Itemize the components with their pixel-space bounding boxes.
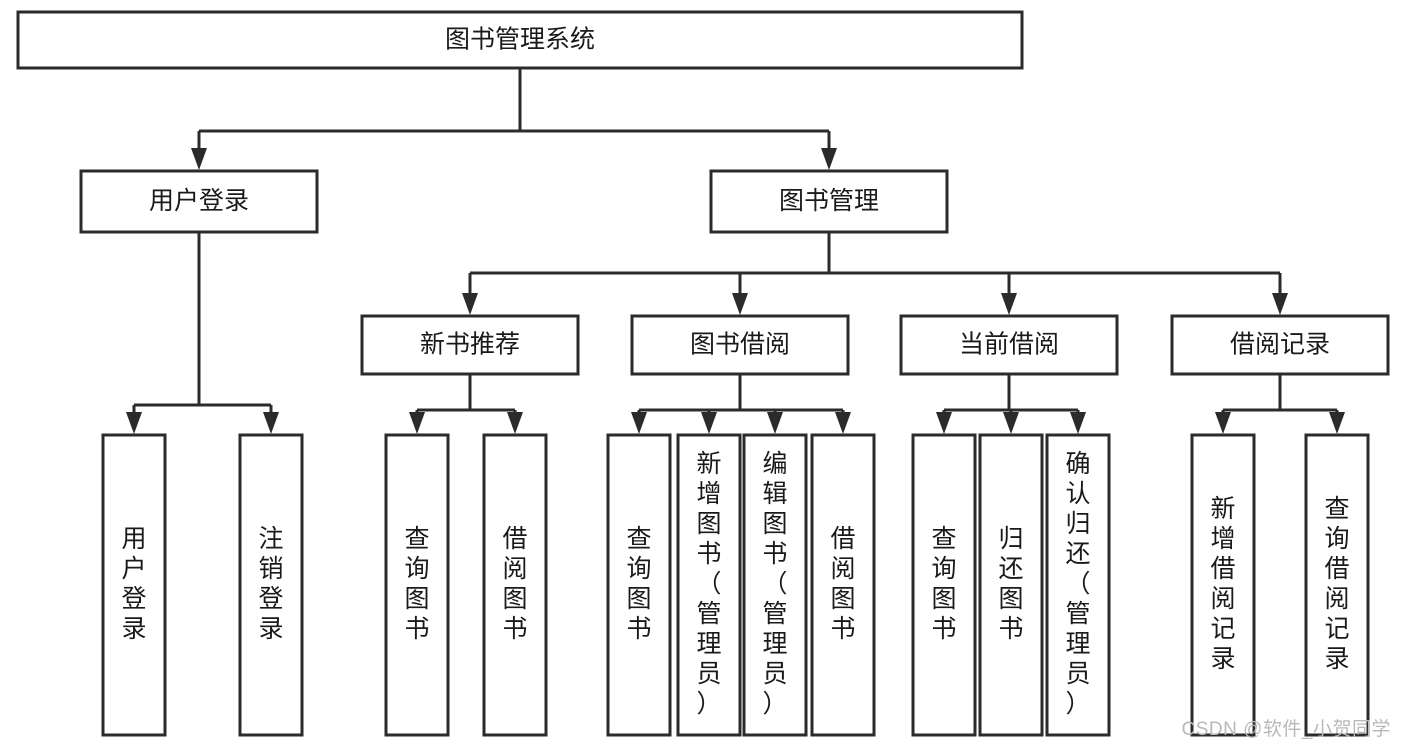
node-leaf-new-borrow[interactable]: 借阅图书	[482, 433, 548, 737]
node-box-current	[899, 314, 1119, 376]
node-label-leaf-user-logout: 注销登录	[258, 525, 283, 643]
node-borrow[interactable]: 图书借阅	[630, 314, 850, 376]
node-record[interactable]: 借阅记录	[1170, 314, 1390, 376]
node-login[interactable]: 用户登录	[79, 169, 319, 234]
node-box-bookmgmt	[709, 169, 949, 234]
node-root[interactable]: 图书管理系统	[16, 10, 1024, 70]
node-label-leaf-cur-query: 查询图书	[931, 525, 956, 643]
node-leaf-cur-query[interactable]: 查询图书	[911, 433, 977, 737]
node-label-leaf-borrow-edit: 编辑图书（管理员）	[762, 450, 787, 718]
edge-group-root	[191, 68, 837, 170]
node-box-leaf-borrow-query	[606, 433, 672, 737]
node-label-leaf-new-query: 查询图书	[404, 525, 429, 643]
node-box-leaf-new-query	[384, 433, 450, 737]
edge-group-record	[1215, 374, 1345, 434]
node-box-leaf-cur-confirm	[1045, 433, 1111, 737]
node-box-leaf-cur-query	[911, 433, 977, 737]
edge-group-borrow	[631, 374, 851, 434]
nodes-layer: 图书管理系统用户登录图书管理新书推荐图书借阅当前借阅借阅记录用户登录注销登录查询…	[16, 10, 1390, 737]
edge-group-newbook	[409, 374, 523, 434]
node-label-leaf-rec-query: 查询借阅记录	[1324, 495, 1349, 673]
node-leaf-borrow-query[interactable]: 查询图书	[606, 433, 672, 737]
node-box-record	[1170, 314, 1390, 376]
node-label-leaf-user-login: 用户登录	[121, 525, 146, 643]
node-label-root: 图书管理系统	[445, 26, 595, 54]
node-label-leaf-borrow-query: 查询图书	[626, 525, 651, 643]
node-leaf-rec-query[interactable]: 查询借阅记录	[1304, 433, 1370, 737]
node-newbook[interactable]: 新书推荐	[360, 314, 580, 376]
node-bookmgmt[interactable]: 图书管理	[709, 169, 949, 234]
node-label-record: 借阅记录	[1230, 331, 1330, 359]
node-box-leaf-rec-query	[1304, 433, 1370, 737]
node-label-leaf-new-borrow: 借阅图书	[502, 525, 527, 643]
edge-group-login	[126, 232, 279, 434]
node-box-leaf-user-logout	[238, 433, 304, 737]
node-label-leaf-rec-add: 新增借阅记录	[1210, 495, 1235, 673]
node-leaf-user-logout[interactable]: 注销登录	[238, 433, 304, 737]
node-leaf-cur-return[interactable]: 归还图书	[978, 433, 1044, 737]
node-box-root	[16, 10, 1024, 70]
node-leaf-borrow-add[interactable]: 新增图书（管理员）	[676, 433, 742, 737]
node-box-leaf-rec-add	[1190, 433, 1256, 737]
edges-layer	[126, 68, 1345, 434]
node-box-borrow	[630, 314, 850, 376]
node-leaf-borrow-edit[interactable]: 编辑图书（管理员）	[742, 433, 808, 737]
node-label-borrow: 图书借阅	[690, 331, 790, 359]
node-box-newbook	[360, 314, 580, 376]
node-leaf-new-query[interactable]: 查询图书	[384, 433, 450, 737]
node-current[interactable]: 当前借阅	[899, 314, 1119, 376]
edge-group-bookmgmt	[462, 232, 1288, 315]
node-box-leaf-cur-return	[978, 433, 1044, 737]
node-box-leaf-borrow-edit	[742, 433, 808, 737]
node-label-leaf-borrow-add: 新增图书（管理员）	[696, 450, 721, 718]
edge-group-current	[936, 374, 1086, 434]
node-leaf-user-login[interactable]: 用户登录	[101, 433, 167, 737]
node-leaf-cur-confirm[interactable]: 确认归还（管理员）	[1045, 433, 1111, 737]
node-label-current: 当前借阅	[959, 331, 1059, 359]
node-label-bookmgmt: 图书管理	[779, 187, 879, 215]
node-label-login: 用户登录	[149, 187, 249, 215]
node-box-login	[79, 169, 319, 234]
csdn-watermark: CSDN @软件_小贺同学	[1181, 719, 1391, 740]
node-label-leaf-cur-return: 归还图书	[998, 525, 1023, 643]
node-label-leaf-cur-confirm: 确认归还（管理员）	[1065, 450, 1090, 718]
node-leaf-rec-add[interactable]: 新增借阅记录	[1190, 433, 1256, 737]
node-box-leaf-borrow-add	[676, 433, 742, 737]
node-label-leaf-borrow-lend: 借阅图书	[830, 525, 855, 643]
node-box-leaf-user-login	[101, 433, 167, 737]
node-box-leaf-new-borrow	[482, 433, 548, 737]
node-leaf-borrow-lend[interactable]: 借阅图书	[810, 433, 876, 737]
node-box-leaf-borrow-lend	[810, 433, 876, 737]
node-label-newbook: 新书推荐	[420, 331, 520, 359]
